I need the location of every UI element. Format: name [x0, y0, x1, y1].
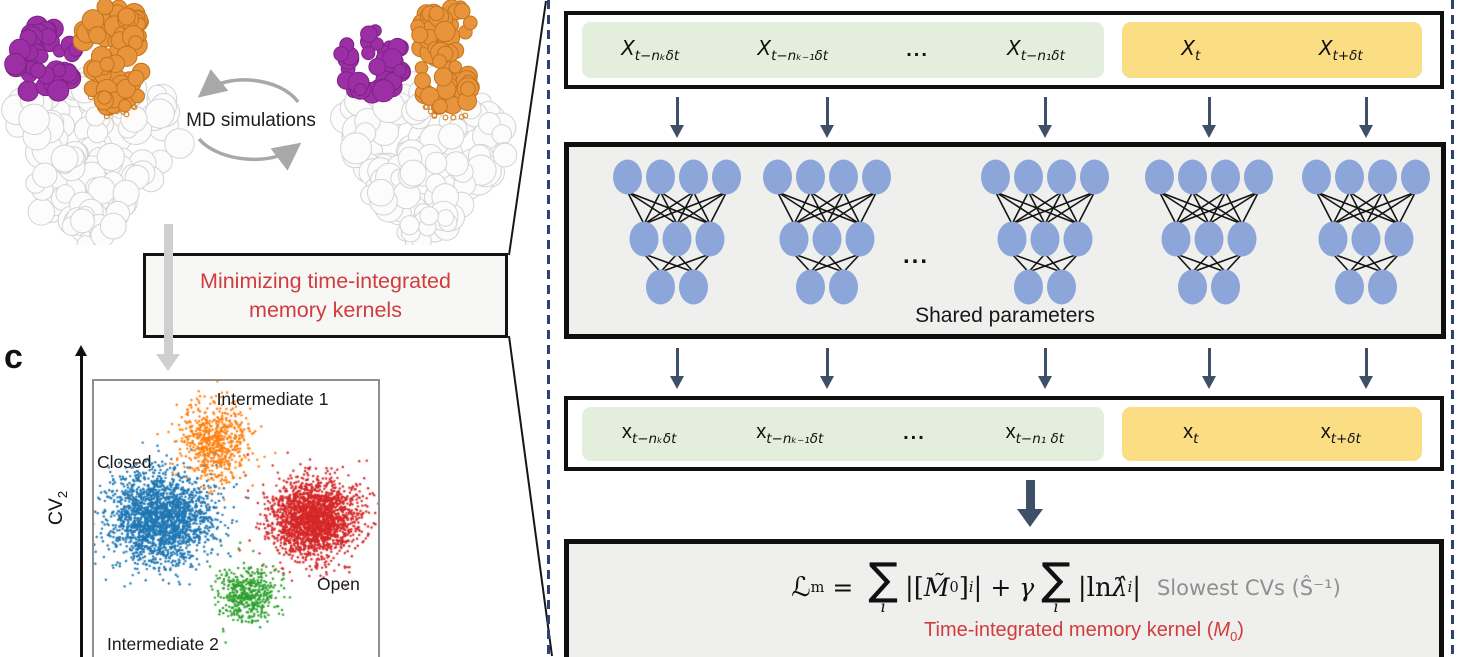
down-arrow-icon — [1038, 376, 1052, 389]
output-row-box: xt−nₖδt xt−nₖ₋₁δt ... xt−n₁ δt xt xt+δt — [564, 396, 1444, 471]
down-arrow-icon — [670, 376, 684, 389]
down-arrow-icon — [1038, 125, 1052, 138]
down-arrow-stem — [1364, 348, 1368, 377]
output-ellipsis: ... — [903, 422, 926, 444]
down-arrow-stem — [675, 348, 679, 377]
shared-parameters-label: Shared parameters — [915, 304, 1095, 327]
panel-c-label: c — [4, 338, 23, 376]
y-axis-line — [80, 355, 83, 657]
var-input-0: Xt−nₖδt — [621, 36, 680, 64]
flow-down-arrow-icon — [156, 354, 180, 371]
y-axis-arrowhead-icon — [74, 345, 87, 356]
output-present-chip: xt xt+δt — [1122, 406, 1422, 461]
nn-group — [1145, 159, 1273, 305]
nn-ellipsis: ... — [903, 242, 930, 269]
thick-down-arrow-stem — [1026, 480, 1035, 511]
var-output-4: xt+δt — [1320, 420, 1361, 447]
nn-box — [564, 142, 1446, 339]
minimize-kernels-line1: Minimizing time-integrated — [200, 269, 451, 294]
down-arrow-stem — [1207, 97, 1211, 126]
cluster-label-open: Open — [317, 574, 360, 594]
output-history-chip: xt−nₖδt xt−nₖ₋₁δt ... xt−n₁ δt — [582, 406, 1104, 461]
down-arrow-icon — [1202, 125, 1216, 138]
dashed-frame-left — [547, 0, 551, 657]
nn-group — [1302, 159, 1430, 305]
var-input-1: Xt−nₖ₋₁δt — [757, 36, 829, 64]
down-arrow-icon — [1359, 125, 1373, 138]
minimize-kernels-box: Minimizing time-integrated memory kernel… — [143, 253, 508, 338]
down-arrow-icon — [1202, 376, 1216, 389]
input-history-chip: Xt−nₖδt Xt−nₖ₋₁δt ... Xt−n₁δt — [582, 22, 1104, 78]
protein-structure-left — [1, 0, 195, 245]
nn-group — [981, 159, 1109, 305]
down-arrow-stem — [825, 348, 829, 377]
down-arrow-stem — [1043, 97, 1047, 126]
var-output-1: xt−nₖ₋₁δt — [756, 420, 824, 447]
down-arrow-stem — [1207, 348, 1211, 377]
down-arrow-icon — [1359, 376, 1373, 389]
input-row-box: Xt−nₖδt Xt−nₖ₋₁δt ... Xt−n₁δt Xt Xt+δt — [564, 11, 1444, 89]
var-input-2: Xt−n₁δt — [1007, 36, 1065, 64]
nn-group — [763, 159, 891, 305]
slowest-cvs-note: Slowest CVs (Ŝ⁻¹) — [1156, 575, 1341, 600]
down-arrow-stem — [825, 97, 829, 126]
down-arrow-stem — [1043, 348, 1047, 377]
thick-down-arrow-icon — [1017, 509, 1043, 527]
down-arrow-icon — [820, 376, 834, 389]
minimize-kernels-line2: memory kernels — [249, 297, 402, 322]
flow-down-arrow-stem — [164, 224, 173, 356]
md-simulations-label: MD simulations — [186, 110, 316, 131]
cluster-label-intermediate-1: Intermediate 1 — [216, 389, 329, 409]
scatter-plot-frame — [92, 379, 380, 657]
cluster-label-closed: Closed — [97, 452, 152, 472]
sum-2: ∑ i — [1041, 554, 1071, 617]
var-output-3: xt — [1183, 420, 1199, 447]
y-axis-label: CV2 — [45, 490, 70, 526]
nn-group — [613, 159, 741, 305]
dashed-frame-right — [1451, 0, 1455, 657]
var-input-3: Xt — [1181, 36, 1201, 64]
var-output-0: xt−nₖδt — [621, 420, 677, 447]
input-present-chip: Xt Xt+δt — [1122, 22, 1422, 78]
cluster-label-intermediate-2: Intermediate 2 — [107, 634, 219, 654]
down-arrow-icon — [820, 125, 834, 138]
protein-structures — [1, 0, 518, 245]
var-output-2: xt−n₁ δt — [1005, 420, 1065, 447]
protein-structure-right — [330, 0, 518, 245]
down-arrow-icon — [670, 125, 684, 138]
var-input-4: Xt+δt — [1318, 36, 1363, 64]
input-ellipsis: ... — [906, 38, 929, 61]
down-arrow-stem — [1364, 97, 1368, 126]
nn-diagram — [613, 159, 1430, 305]
cycle-arrows-icon — [197, 69, 302, 171]
sum-1: ∑ i — [868, 554, 898, 617]
down-arrow-stem — [675, 97, 679, 126]
loss-caption: Time-integrated memory kernel (M0) — [924, 619, 1244, 645]
scatter-plot-canvas — [94, 381, 378, 657]
